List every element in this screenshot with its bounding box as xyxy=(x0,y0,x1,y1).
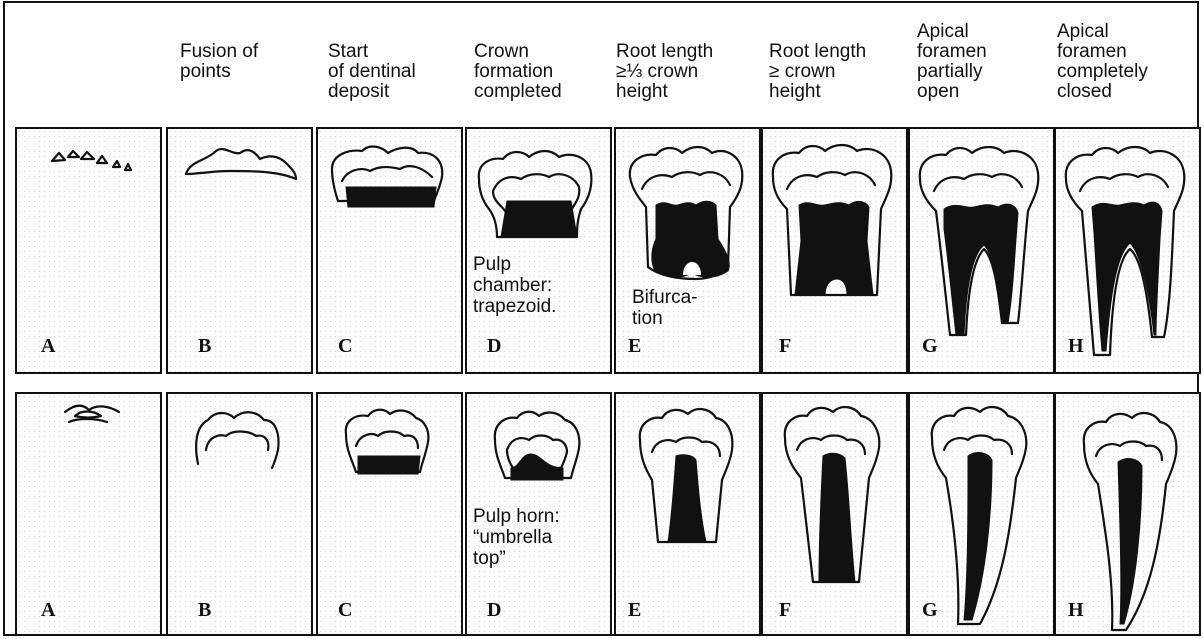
panel-row2-g: G xyxy=(908,392,1055,636)
stage-letter: D xyxy=(487,599,501,622)
stage-letter: E xyxy=(628,599,641,622)
header-stage-e: Root length ≥⅓ crown height xyxy=(616,42,713,102)
stage-letter: A xyxy=(41,599,55,622)
header-stage-c: Start of dentinal deposit xyxy=(328,42,416,102)
header-stage-d: Crown formation completed xyxy=(474,42,562,102)
stage-letter: B xyxy=(198,599,211,622)
stage-letter: A xyxy=(41,335,55,358)
stage-letter: C xyxy=(338,335,352,358)
stage-letter: H xyxy=(1068,335,1084,358)
panel-row1-d: Pulp chamber: trapezoid. D xyxy=(465,127,612,374)
molar-cusp-tips-drawing xyxy=(17,129,162,374)
molar-fused-cusps-drawing xyxy=(168,129,313,374)
panel-row1-h: H xyxy=(1054,127,1201,374)
panel-row1-e: Bifurca- tion E xyxy=(614,127,761,374)
stage-letter: F xyxy=(779,599,791,622)
stage-letter: E xyxy=(628,335,641,358)
header-stage-f: Root length ≥ crown height xyxy=(769,42,866,102)
panel-row2-a: A xyxy=(15,392,162,636)
panel-row2-d: Pulp horn: “umbrella top” D xyxy=(465,392,612,636)
panel-row1-b: B xyxy=(166,127,313,374)
panel-row2-b: B xyxy=(166,392,313,636)
panel-row2-h: H xyxy=(1054,392,1201,636)
panel-row2-f: F xyxy=(761,392,908,636)
premolar-cusp-tips-drawing xyxy=(17,394,162,636)
panel-row2-c: C xyxy=(316,392,463,636)
panel-row2-e: E xyxy=(614,392,761,636)
panel-row1-g: G xyxy=(908,127,1055,374)
stage-letter: B xyxy=(198,335,211,358)
panel-row1-a: A xyxy=(15,127,162,374)
stage-letter: G xyxy=(922,335,938,358)
header-stage-b: Fusion of points xyxy=(180,42,258,82)
pulp-horn-note: Pulp horn: “umbrella top” xyxy=(473,506,560,569)
header-stage-h: Apical foramen completely closed xyxy=(1057,22,1148,102)
panel-row1-c: C xyxy=(316,127,463,374)
stage-letter: D xyxy=(487,335,501,358)
stage-letter: H xyxy=(1068,599,1084,622)
stage-letter: G xyxy=(922,599,938,622)
panel-row1-f: F xyxy=(761,127,908,374)
stage-letter: F xyxy=(779,335,791,358)
pulp-chamber-note: Pulp chamber: trapezoid. xyxy=(473,254,556,317)
premolar-fused-cusps-drawing xyxy=(168,394,313,636)
header-stage-g: Apical foramen partially open xyxy=(917,22,987,102)
bifurcation-note: Bifurca- tion xyxy=(632,287,697,329)
stage-letter: C xyxy=(338,599,352,622)
